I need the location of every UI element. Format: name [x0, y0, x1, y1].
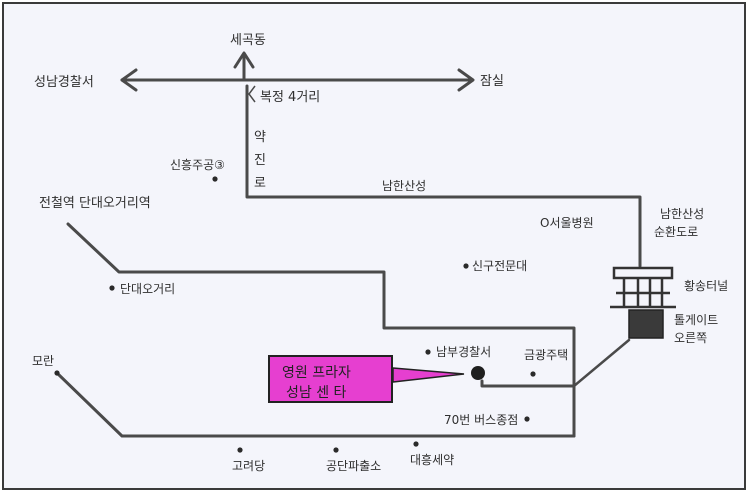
poi-dot-bus: [524, 416, 530, 422]
label-pharmacy: 대흥세약: [410, 453, 455, 467]
label-road-char-2: 진: [254, 153, 266, 168]
label-north: 세곡동: [230, 33, 266, 48]
tollgate-dark-block: [628, 309, 664, 339]
poi-dot-moran: [54, 370, 60, 376]
road-yakjin: [245, 84, 642, 268]
label-dandae: 단대오거리: [120, 282, 176, 296]
label-gymnasium: 금광주택: [524, 348, 569, 362]
callout-pointer: [392, 367, 465, 383]
label-circuit-road-1: 남한산성: [660, 207, 705, 221]
poi-dot-sinheung: [212, 176, 218, 182]
intersection-arrow: [248, 85, 256, 103]
label-seoul-hospital: O서울병원: [540, 216, 594, 230]
label-jeoncheol: 전철역 단대오거리역: [39, 196, 151, 211]
label-tollgate-2: 오른쪽: [674, 331, 708, 345]
arrow-west-head: [120, 68, 138, 92]
label-tollgate-1: 톨게이트: [674, 313, 719, 327]
label-bus-terminal: 70번 버스종점: [444, 413, 519, 427]
label-namhansanseong: 남한산성: [382, 179, 427, 193]
arrow-east-head: [457, 68, 475, 92]
label-intersection: 복정 4거리: [260, 90, 321, 105]
road-tollgate: [572, 338, 631, 388]
label-road-char-1: 약: [254, 130, 266, 145]
destination-callout: 영원 프라자 성남 센 타: [268, 355, 393, 403]
arrow-north-head: [233, 51, 255, 69]
road-moran: [55, 371, 576, 438]
callout-line-2: 성남 센 타: [286, 385, 347, 401]
label-east: 잠실: [480, 74, 504, 89]
poi-dot-goryeo: [237, 447, 243, 453]
poi-dot-sinkuhan: [463, 263, 469, 269]
poi-dot-pharmacy: [413, 441, 419, 447]
poi-dots: [54, 176, 536, 453]
label-sinkuhan: 신구전문대: [472, 259, 528, 273]
label-west: 성남경찰서: [34, 75, 94, 90]
map-drawing: [54, 51, 676, 453]
label-park: 공단파출소: [326, 459, 382, 473]
road-dandae: [66, 222, 576, 438]
map-sheet: 세곡동 성남경찰서 잠실 복정 4거리 약 진 로 남한산성 신흥주공③ 전철역…: [2, 2, 746, 490]
tollgate-gate-icon: [610, 266, 676, 309]
label-goryeo: 고려당: [232, 459, 266, 473]
poi-dot-dandae: [109, 285, 115, 291]
poi-dot-gymnasium: [530, 371, 536, 377]
poi-dot-police: [425, 349, 431, 355]
label-tunnel: 황송터널: [684, 279, 729, 293]
label-sinheung: 신흥주공③: [170, 158, 225, 172]
poi-dot-park: [333, 447, 339, 453]
label-road-char-3: 로: [254, 176, 266, 191]
callout-line-1: 영원 프라자: [282, 365, 351, 381]
road-police: [480, 379, 576, 388]
destination-marker: [471, 366, 485, 380]
label-circuit-road-2: 순환도로: [654, 225, 699, 239]
label-moran: 모란: [32, 354, 55, 368]
label-police: 남부경찰서: [436, 345, 492, 359]
